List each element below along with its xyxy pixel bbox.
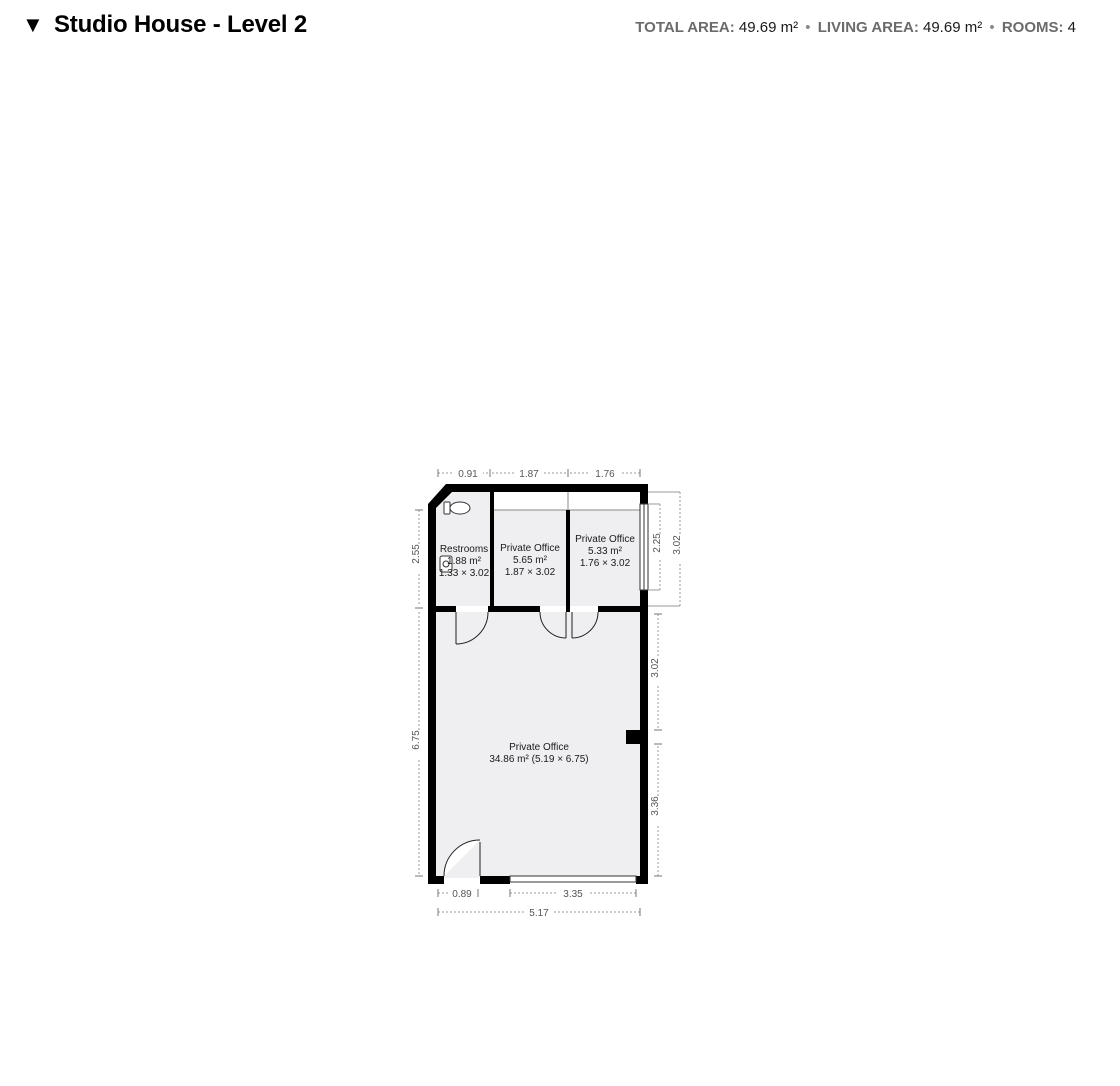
dim-bottom-door: 0.89 <box>452 889 472 900</box>
total-area-label: TOTAL AREA: <box>635 19 735 36</box>
stats-separator: • <box>989 19 995 36</box>
main-office-area-size: 34.86 m² (5.19 × 6.75) <box>489 754 588 765</box>
fixtures <box>439 501 471 573</box>
rooms-label: ROOMS: <box>1001 19 1064 36</box>
wall-bottom-2 <box>480 876 510 884</box>
plan-header: ▼ Studio House - Level 2 TOTAL AREA: 49.… <box>0 0 1120 56</box>
door-restroom <box>455 611 489 645</box>
walls <box>428 484 648 884</box>
office-a-floor <box>494 510 566 606</box>
restroom-area: 1.88 m² <box>447 556 482 567</box>
main-office-floor <box>436 612 640 878</box>
column <box>626 730 642 744</box>
office-a-area: 5.65 m² <box>513 555 548 566</box>
total-area-value: 49.69 m² <box>738 19 799 36</box>
wall-right <box>640 590 648 884</box>
wall-mid-1 <box>436 606 456 612</box>
toilet-icon <box>443 501 471 515</box>
office-b-size: 1.76 × 3.02 <box>580 558 631 569</box>
dim-right-upper: 3.02 <box>672 535 683 555</box>
wall-partition-1 <box>490 492 494 612</box>
dim-left-lower: 6.75 <box>411 730 422 750</box>
door-entrance <box>443 839 481 877</box>
plan-title: Studio House - Level 2 <box>54 11 307 38</box>
door-office-b <box>571 611 599 639</box>
sink-icon <box>439 555 453 573</box>
wall-bottom-1 <box>428 876 444 884</box>
floor-fills <box>436 492 640 878</box>
restroom-floor <box>436 492 490 606</box>
dim-top-2: 1.87 <box>519 469 539 480</box>
wall-partition-2 <box>566 510 570 612</box>
living-area-value: 49.69 m² <box>923 19 983 36</box>
window-bottom <box>509 875 637 883</box>
office-b-area: 5.33 m² <box>588 546 623 557</box>
wall-bottom-3 <box>636 876 648 884</box>
dim-top-1: 0.91 <box>458 469 478 480</box>
room-labels: Restrooms 1.88 m² 1.33 × 3.02 Private Of… <box>439 534 636 765</box>
wall-mid-2 <box>488 606 540 612</box>
triangle-down-icon[interactable]: ▼ <box>22 12 44 37</box>
restroom-name: Restrooms <box>440 544 488 555</box>
door-office-a <box>539 611 567 639</box>
dim-left-upper: 2.55 <box>411 544 422 564</box>
dim-bottom-window: 3.35 <box>563 889 583 900</box>
office-a-name: Private Office <box>500 543 560 554</box>
dim-right-window: 2.25 <box>652 533 663 553</box>
wall-left <box>428 606 436 884</box>
wall-right-top <box>640 484 648 504</box>
stats-separator: • <box>805 19 811 36</box>
dim-bottom-total: 5.17 <box>529 908 549 919</box>
dim-right-lower: 3.36 <box>650 796 661 816</box>
area-stats: TOTAL AREA: 49.69 m² • LIVING AREA: 49.6… <box>635 18 1076 38</box>
doors <box>443 611 599 877</box>
main-office-name: Private Office <box>509 742 569 753</box>
living-area-label: LIVING AREA: <box>817 19 919 36</box>
restroom-size: 1.33 × 3.02 <box>439 568 490 579</box>
office-b-name: Private Office <box>575 534 635 545</box>
dim-right-mid: 3.02 <box>650 658 661 678</box>
office-a-size: 1.87 × 3.02 <box>505 567 556 578</box>
dim-top-3: 1.76 <box>595 469 615 480</box>
office-b-floor <box>570 510 640 606</box>
balcony <box>494 492 640 511</box>
rooms-value: 4 <box>1067 19 1076 36</box>
wall-mid-3 <box>598 606 640 612</box>
windows <box>509 503 649 883</box>
dimension-lines: 0.91 1.87 1.76 2.55 6.75 2.25 3.02 <box>411 466 687 919</box>
